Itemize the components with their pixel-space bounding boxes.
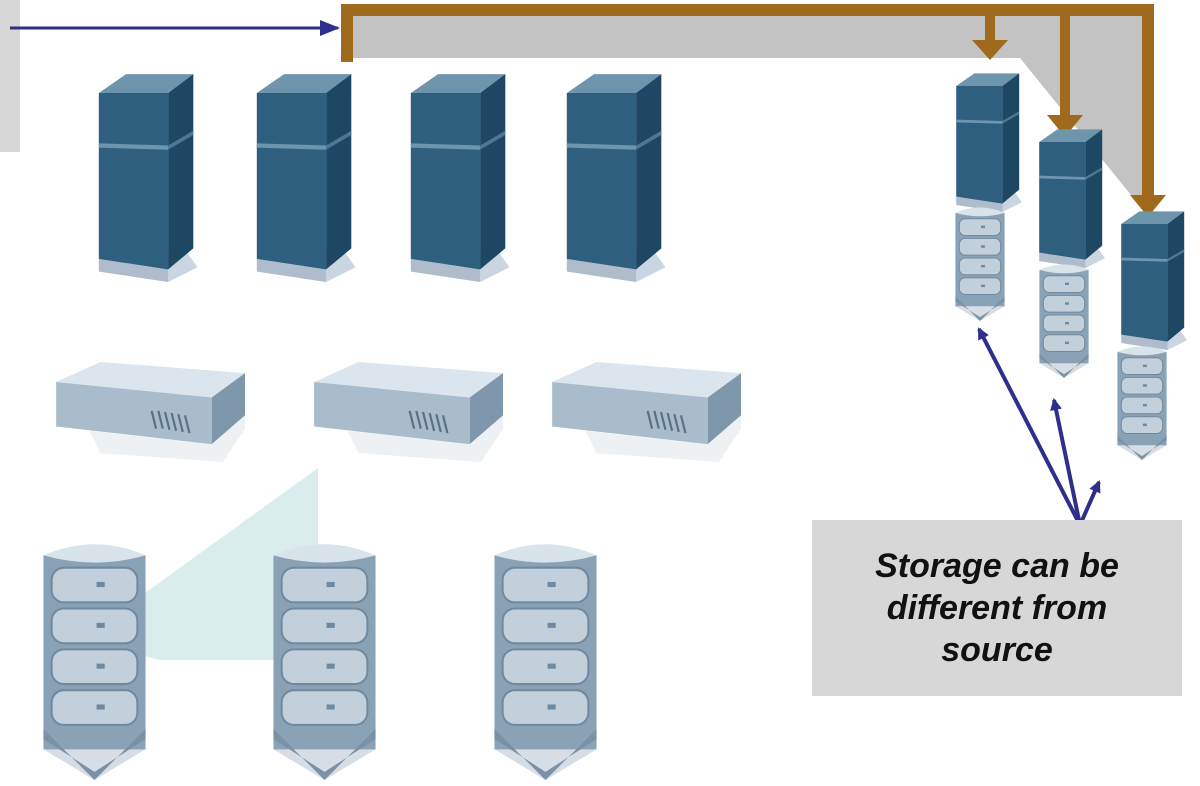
target-storage-icon [1038,263,1090,378]
source-storage-icon [493,543,598,780]
source-storage-icon [272,543,377,780]
pointer-arrow [1050,398,1082,526]
pointer-arrow [977,327,1082,526]
callout-box: Storage can be different from source [812,520,1182,696]
switch-icon [550,362,743,462]
target-storage-icon [1116,345,1168,460]
source-storage [42,543,598,780]
source-storage-icon [42,543,147,780]
replication-flow-arrow [341,4,1166,217]
source-server-icon [98,74,198,282]
pointer-arrow [1078,480,1101,526]
target-server-icon [1039,129,1105,268]
source-servers [98,74,666,282]
top-left-panel [0,0,20,152]
target-server-icon [1121,211,1187,350]
source-server-icon [256,74,356,282]
source-server-icon [566,74,666,282]
switches [54,362,743,462]
callout-text: Storage can be different from source [875,547,1119,669]
target-server-icon [956,73,1022,212]
switch-icon [54,362,247,462]
left-incoming-arrow [10,20,340,36]
target-storage-icon [954,206,1006,321]
switch-icon [312,362,505,462]
pointer-arrows [977,327,1101,526]
source-server-icon [410,74,510,282]
